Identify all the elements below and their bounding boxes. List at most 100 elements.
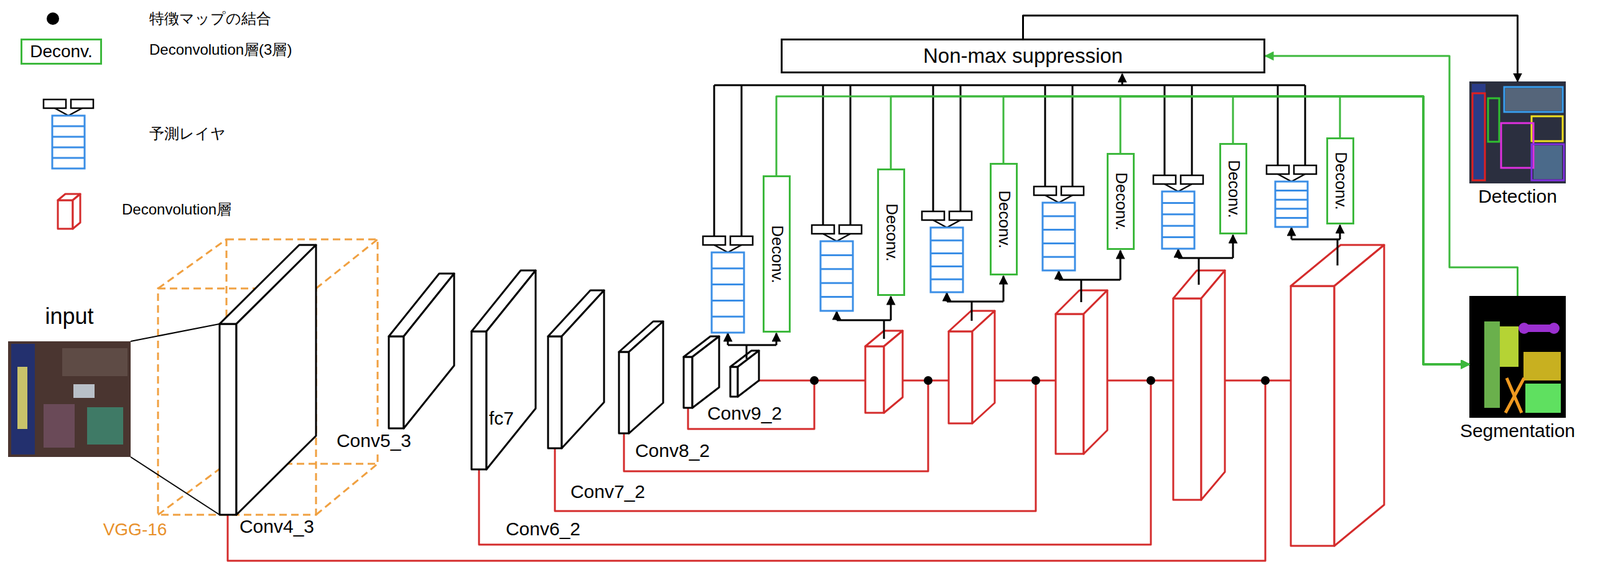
prediction-stripe: [820, 296, 853, 298]
image-caption: Detection: [1469, 183, 1566, 208]
deconv-layer: [1173, 270, 1225, 501]
image-area: [1469, 81, 1566, 184]
connector: [776, 96, 1470, 365]
mask-region: [1525, 383, 1561, 414]
layer-label: Conv9_2: [706, 403, 784, 424]
legend-deconv-box: Deconv.: [20, 38, 103, 65]
branch-arrow: [1290, 227, 1293, 240]
feature-map: [219, 245, 317, 516]
branch-stem: [745, 345, 748, 359]
collect-drop: [713, 85, 716, 237]
photo-object: [62, 348, 128, 377]
deconv-box: Deconv.: [1106, 153, 1135, 251]
feature-map: [730, 350, 759, 397]
detection-box: [1472, 93, 1485, 181]
prediction-stripe: [1162, 202, 1195, 205]
mask-region: [1499, 326, 1519, 368]
prediction-stack: [820, 241, 853, 312]
prediction-input: [70, 99, 94, 109]
prediction-stripe: [1042, 256, 1075, 259]
concat-dot: [809, 376, 819, 386]
branch-line: [1058, 279, 1121, 282]
prediction-stripe: [1275, 217, 1308, 219]
branch-arrow: [946, 293, 949, 302]
prediction-stack: [1042, 202, 1075, 271]
feature-map: [471, 270, 536, 470]
legend-deconv-layer-face: [57, 200, 73, 229]
prediction-funnel: [823, 233, 851, 242]
node-text: input: [44, 303, 94, 330]
deconv-box: Deconv.: [1326, 137, 1355, 225]
branch-line: [1178, 257, 1233, 260]
skip-path: [227, 380, 1266, 562]
feature-map: [683, 336, 720, 409]
input-image: [8, 341, 131, 458]
concat-dot: [1260, 376, 1270, 386]
feature-map-face: [219, 324, 237, 516]
prediction-funnel: [714, 245, 742, 253]
photo-object: [87, 407, 124, 445]
layer-label: Conv7_2: [569, 481, 647, 503]
branch-arrow: [1058, 271, 1061, 280]
feature-map-face: [737, 350, 759, 397]
prediction-layer: [702, 236, 753, 333]
node-text: Deconv.: [1330, 151, 1350, 210]
legend-dot: [46, 12, 60, 25]
prediction-input: [1180, 175, 1204, 185]
photo-object: [43, 404, 75, 448]
collect-drop: [822, 85, 825, 226]
projection-line: [130, 324, 220, 342]
legend-deconv-layer: [57, 194, 81, 229]
vgg-outline: [158, 239, 378, 516]
branch-stem: [971, 301, 973, 321]
feature-map-face: [548, 336, 562, 449]
collect-line: [714, 84, 1306, 87]
prediction-funnel: [1277, 174, 1306, 182]
backbone-label: VGG-16: [102, 520, 169, 540]
mask-scissors: [1506, 378, 1522, 414]
prediction-stripe: [1275, 189, 1308, 192]
prediction-stripe: [1275, 199, 1308, 201]
deconv-layer-face: [948, 331, 973, 424]
prediction-stripe: [1275, 207, 1308, 210]
branch-line: [1291, 238, 1340, 241]
deconv-layer-face: [883, 330, 903, 414]
deconv-layer-face: [1173, 298, 1202, 501]
connector: [1003, 96, 1470, 365]
prediction-layer: [43, 99, 94, 169]
feature-map-face: [403, 273, 455, 429]
feature-map-face: [692, 336, 720, 409]
branch-line: [836, 319, 891, 322]
branch-arrow: [890, 296, 893, 321]
image-caption: Segmentation: [1457, 418, 1578, 443]
prediction-input: [811, 225, 835, 234]
input-image: input: [8, 291, 131, 458]
branch-arrow: [1119, 250, 1122, 280]
detection-box: [1488, 98, 1500, 142]
detection-image: [1469, 81, 1566, 184]
prediction-input: [1293, 165, 1317, 175]
mask-region: [1484, 321, 1500, 409]
vgg-edge: [316, 239, 378, 289]
prediction-input: [1033, 186, 1057, 196]
layer-label: Conv4_3: [238, 516, 316, 537]
prediction-stripe: [820, 254, 853, 257]
prediction-stripe: [1162, 236, 1195, 239]
legend-text: 予測レイヤ: [148, 125, 228, 142]
prediction-stripe: [1042, 215, 1075, 218]
collect-drop: [1191, 85, 1194, 176]
prediction-stripe: [930, 278, 963, 281]
deconv-layer-face: [1055, 314, 1084, 455]
branch-arrow: [1002, 276, 1005, 302]
legend-text: Deconvolution層: [120, 201, 233, 218]
feature-map: [548, 290, 605, 449]
deconv-layer-face: [1083, 290, 1108, 455]
detection-box: [1504, 87, 1563, 112]
prediction-input: [1266, 165, 1289, 175]
branch-stem: [1336, 239, 1339, 266]
legend-text: 特徴マップの結合: [148, 10, 273, 27]
prediction-stripe: [52, 157, 85, 160]
